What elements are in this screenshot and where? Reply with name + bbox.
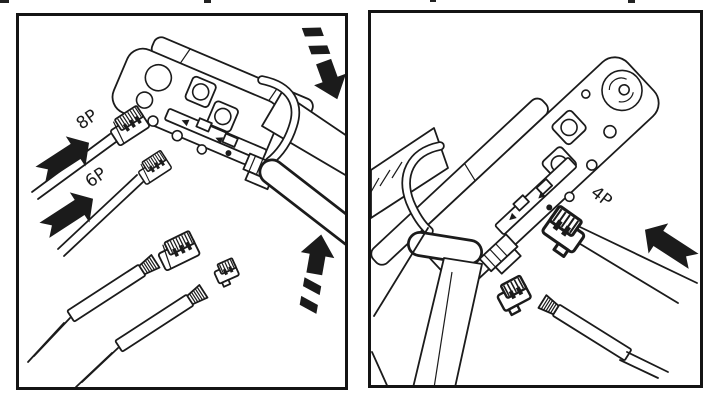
tool-screws bbox=[546, 124, 617, 211]
press-down-arrow bbox=[294, 19, 345, 106]
6p-plug bbox=[133, 149, 173, 186]
scan-speck bbox=[628, 0, 635, 3]
tool-upper-handle bbox=[261, 91, 345, 176]
6p-plug-with-cable bbox=[57, 149, 173, 257]
panel-crimp-4p: 4P bbox=[368, 10, 703, 388]
release-up-arrow bbox=[290, 231, 338, 316]
loose-4p-plug bbox=[492, 274, 536, 319]
stripped-cable-1 bbox=[27, 254, 161, 363]
label-4p: 4P bbox=[587, 183, 616, 212]
tool-ring-die bbox=[580, 69, 643, 112]
panel-left-drawing: 8P 6P bbox=[27, 19, 345, 387]
scan-speck bbox=[204, 0, 211, 3]
tool-latch-hook bbox=[257, 75, 301, 167]
4p-plug-with-cable bbox=[535, 204, 698, 304]
tool-latch-hook bbox=[401, 141, 445, 236]
scan-speck bbox=[430, 0, 436, 2]
tool-lower-handle bbox=[258, 158, 345, 246]
label-6p: 6P bbox=[82, 164, 111, 192]
tool-lower-handle bbox=[407, 231, 483, 385]
stripped-cable-2 bbox=[75, 284, 209, 387]
tool-crimp-channel bbox=[164, 108, 268, 162]
crimping-tool-right bbox=[371, 56, 660, 385]
loose-small-plug bbox=[210, 257, 243, 289]
tool-clamp-block bbox=[478, 233, 522, 275]
crimping-tool-left bbox=[111, 36, 345, 246]
panel-right-drawing: 4P bbox=[371, 56, 700, 385]
panel-crimp-8p-6p: 8P 6P bbox=[16, 13, 348, 390]
tool-head bbox=[418, 56, 660, 288]
loose-8p-plug bbox=[153, 229, 202, 272]
tool-crimp-channel bbox=[494, 157, 577, 235]
insert-4p-arrow bbox=[635, 214, 700, 277]
tool-nose-dies bbox=[135, 63, 239, 133]
label-8p: 8P bbox=[73, 106, 102, 134]
tool-body-edge bbox=[373, 227, 429, 317]
tool-screws bbox=[147, 115, 232, 157]
tool-handle-edge bbox=[371, 351, 388, 385]
stripped-cable bbox=[537, 294, 669, 379]
scan-speck bbox=[0, 0, 9, 3]
